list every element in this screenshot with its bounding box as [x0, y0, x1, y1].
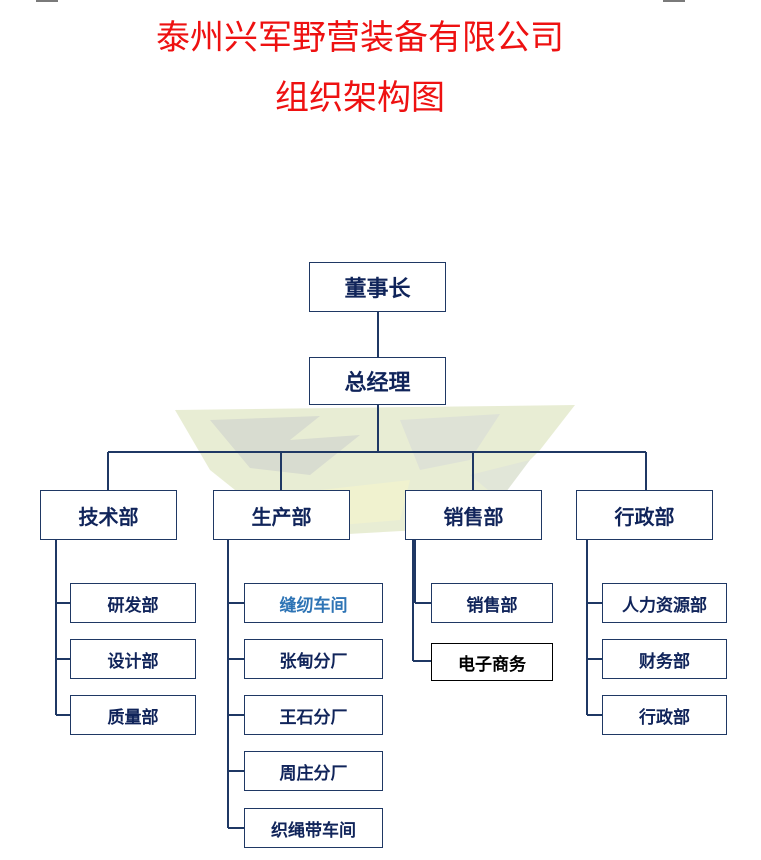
corner-mark-right [663, 0, 685, 2]
sub-dept-zhouzhuang-factory: 周庄分厂 [244, 751, 383, 791]
sub-dept-sales: 销售部 [431, 583, 553, 623]
general-manager-box: 总经理 [309, 357, 446, 405]
sub-dept-ecommerce: 电子商务 [431, 643, 553, 681]
dept-tech-box: 技术部 [40, 490, 177, 540]
corner-mark-left [36, 0, 58, 2]
sub-dept-sewing-workshop: 缝纫车间 [244, 583, 383, 623]
dept-sales-box: 销售部 [405, 490, 542, 540]
sub-dept-administration: 行政部 [602, 695, 727, 735]
sub-dept-quality: 质量部 [70, 695, 196, 735]
company-title: 泰州兴军野营装备有限公司 [156, 18, 564, 58]
chairman-box: 董事长 [309, 262, 446, 312]
chart-subtitle: 组织架构图 [275, 78, 445, 118]
sub-dept-zhangdian-factory: 张甸分厂 [244, 639, 383, 679]
sub-dept-wangshi-factory: 王石分厂 [244, 695, 383, 735]
sub-dept-design: 设计部 [70, 639, 196, 679]
dept-admin-box: 行政部 [576, 490, 713, 540]
sub-dept-hr: 人力资源部 [602, 583, 727, 623]
sub-dept-finance: 财务部 [602, 639, 727, 679]
sub-dept-webbing-workshop: 织绳带车间 [244, 808, 383, 848]
dept-production-box: 生产部 [213, 490, 350, 540]
sub-dept-rd: 研发部 [70, 583, 196, 623]
